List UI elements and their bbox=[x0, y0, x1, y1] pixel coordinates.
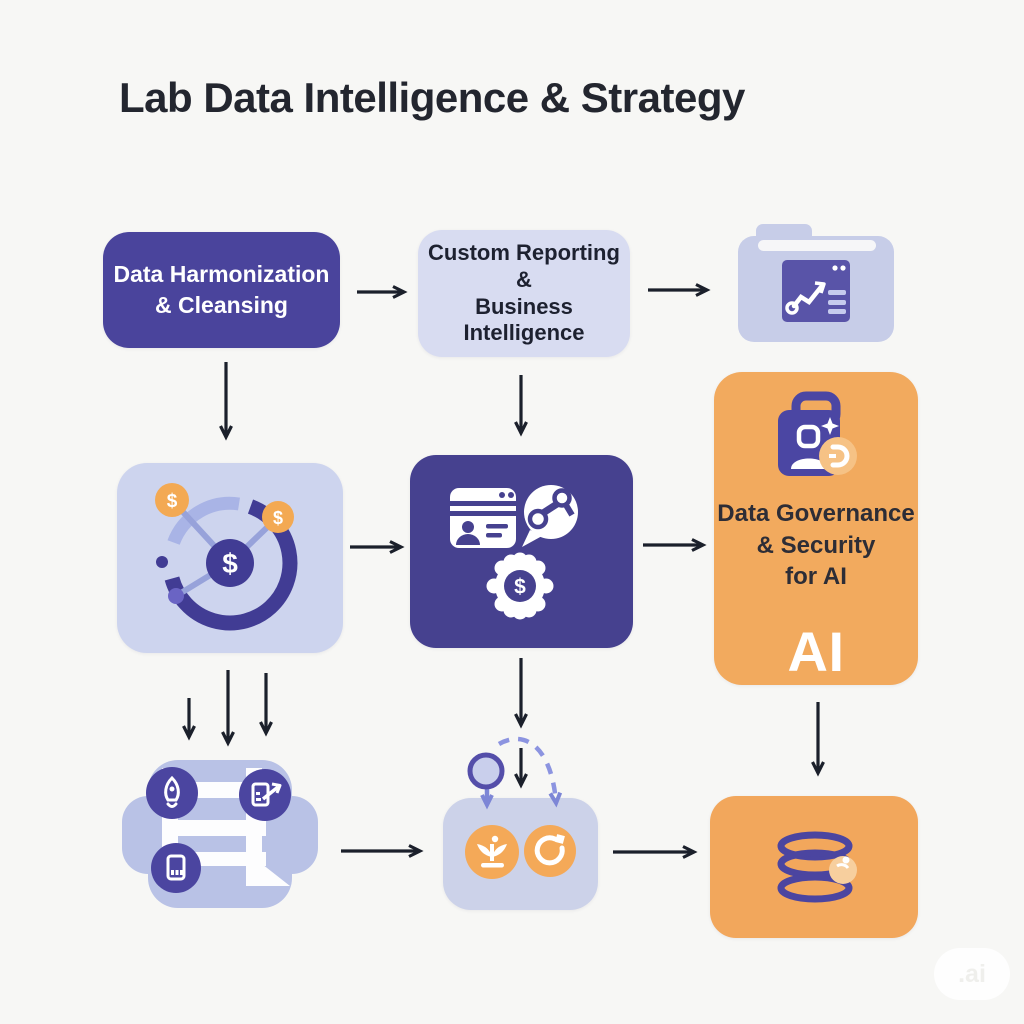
node-data-harmonization: Data Harmonization & Cleansing bbox=[103, 232, 340, 348]
pipeline-branch-connectors bbox=[467, 736, 563, 810]
watermark-badge: .ai bbox=[934, 948, 1010, 1000]
contact-card-icon bbox=[450, 488, 516, 548]
node-label-line: Business bbox=[475, 293, 573, 319]
export-document-icon bbox=[239, 769, 291, 821]
dollar-glyph: $ bbox=[273, 508, 283, 528]
dollar-glyph: $ bbox=[514, 576, 526, 599]
branch-node-ring bbox=[467, 752, 505, 790]
node-custom-reporting: Custom Reporting & Business Intelligence bbox=[418, 230, 630, 357]
node-label-line: & bbox=[516, 266, 532, 292]
node-label-line: Data Governance bbox=[717, 500, 915, 527]
dollar-glyph: $ bbox=[222, 548, 238, 579]
node-label-line: & Cleansing bbox=[155, 292, 288, 318]
node-pipeline bbox=[443, 798, 598, 910]
lab-workflow-icon bbox=[146, 767, 291, 893]
node-cost-network: $ $ $ bbox=[117, 463, 343, 653]
node-crm-automation: $ bbox=[410, 455, 633, 648]
rocket-icon bbox=[146, 767, 198, 819]
device-report-icon bbox=[151, 843, 201, 893]
dollar-glyph: $ bbox=[167, 491, 178, 512]
watermark-text: .ai bbox=[958, 959, 986, 988]
seedling-icon bbox=[465, 825, 519, 879]
dollar-network-icon: $ $ $ bbox=[155, 483, 298, 631]
dashed-branch-arrow bbox=[497, 736, 563, 808]
node-lab-platform bbox=[122, 760, 318, 908]
database-stack-icon bbox=[777, 831, 857, 903]
page-title: Lab Data Intelligence & Strategy bbox=[119, 74, 745, 121]
refresh-icon bbox=[524, 825, 576, 877]
node-secure-database bbox=[710, 796, 918, 938]
ai-badge: AI bbox=[787, 620, 845, 684]
growth-refresh-icon bbox=[465, 825, 576, 879]
shield-badge-icon bbox=[829, 856, 857, 884]
node-data-governance: Data Governance & Security for AI AI bbox=[714, 372, 918, 685]
node-label-line: Intelligence bbox=[463, 320, 585, 346]
gear-dollar-icon: $ bbox=[486, 552, 554, 620]
node-label-line: for AI bbox=[785, 563, 847, 591]
folder-analytics-icon bbox=[738, 224, 894, 342]
secure-briefcase-icon bbox=[778, 391, 857, 476]
crm-chat-gear-icon: $ bbox=[450, 485, 578, 620]
chat-link-icon bbox=[522, 485, 578, 547]
node-label-line: & Security bbox=[756, 531, 876, 559]
node-label-line: Custom Reporting bbox=[428, 239, 620, 265]
node-report-folder bbox=[736, 224, 896, 346]
node-label-line: Data Harmonization bbox=[113, 260, 330, 287]
